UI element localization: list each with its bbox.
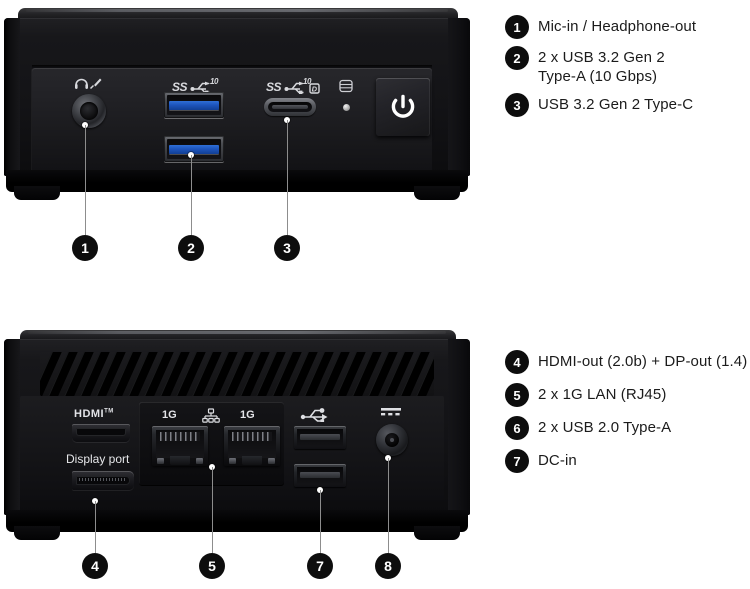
hdmi-label-text: HDMI (74, 408, 105, 420)
leader-line-3 (287, 120, 288, 235)
lan-left-tab-right (196, 458, 203, 464)
rear-foot-right (414, 526, 460, 540)
lan-left-speed-label: 1G (162, 409, 177, 421)
hdmi-port-cavity (76, 428, 126, 436)
legend-label-2: 2 x USB 3.2 Gen 2 Type-A (10 Gbps) (538, 49, 665, 85)
usb2-type-a-port-bottom[interactable] (294, 464, 346, 487)
usb3-a-tongue-bottom (169, 145, 219, 154)
lan-left-contacts (160, 432, 200, 441)
svg-text:10: 10 (303, 78, 312, 86)
usb2-tongue-top (300, 434, 340, 440)
lan-port-right[interactable] (224, 426, 280, 466)
network-icon (202, 408, 220, 429)
hdmi-tm-mark: TM (104, 408, 114, 415)
legend-label-4: HDMI-out (2.0b) + DP-out (1.4) (538, 353, 748, 370)
svg-text:SS: SS (172, 80, 188, 94)
headphone-mic-icon (74, 76, 104, 95)
svg-text:SS: SS (266, 80, 282, 94)
legend-badge-1: 1 (505, 15, 529, 39)
callout-badge-2: 2 (178, 235, 204, 261)
lan-right-speed-label: 1G (240, 409, 255, 421)
legend-badge-2: 2 (505, 46, 529, 70)
leader-line-1 (85, 125, 86, 235)
lan-right-contacts (232, 432, 272, 441)
lan-right-tab-right (268, 458, 275, 464)
callout-badge-3: 3 (274, 235, 300, 261)
front-chassis-base (6, 170, 468, 192)
ventilation-grille (40, 352, 434, 396)
leader-line-4 (95, 501, 96, 553)
power-button[interactable] (376, 78, 430, 136)
rear-chassis-base (6, 510, 468, 532)
legend-item-7: 7 DC-in (505, 449, 750, 473)
dc-in-jack[interactable] (376, 424, 408, 456)
legend-badge-7: 7 (505, 449, 529, 473)
legend-badge-5: 5 (505, 383, 529, 407)
legend-badge-3: 3 (505, 93, 529, 117)
power-icon (391, 94, 415, 118)
lan-right-notch (242, 456, 262, 465)
legend-label-3: USB 3.2 Gen 2 Type-C (538, 96, 694, 113)
legend-item-5: 5 2 x 1G LAN (RJ45) (505, 383, 750, 407)
usb-superspeed-icon-c: SS 10 D (266, 77, 324, 97)
lan-right-tab-left (229, 458, 236, 464)
legend-label-7: DC-in (538, 452, 577, 469)
front-foot-left (14, 186, 60, 200)
legend-item-2: 2 2 x USB 3.2 Gen 2 Type-A (10 Gbps) (505, 46, 750, 86)
usb-c-port[interactable] (264, 98, 316, 116)
hard-drive-icon (338, 78, 354, 99)
legend-rear-panel: 4 HDMI-out (2.0b) + DP-out (1.4) 5 2 x 1… (505, 350, 750, 482)
legend-badge-6: 6 (505, 416, 529, 440)
hdmi-port[interactable] (72, 424, 130, 442)
front-faceplate-shadow (32, 65, 432, 69)
leader-line-5 (212, 467, 213, 553)
legend-label-6: 2 x USB 2.0 Type-A (538, 419, 672, 436)
legend-item-3: 3 USB 3.2 Gen 2 Type-C (505, 93, 750, 117)
legend-item-4: 4 HDMI-out (2.0b) + DP-out (1.4) (505, 350, 750, 374)
leader-line-7 (320, 490, 321, 553)
usb3-a-tongue-top (169, 101, 219, 110)
callout-badge-8: 8 (375, 553, 401, 579)
callout-badge-1: 1 (72, 235, 98, 261)
legend-front-panel: 1 Mic-in / Headphone-out 2 2 x USB 3.2 G… (505, 15, 750, 124)
usb-icon (300, 406, 334, 427)
leader-line-8 (388, 458, 389, 553)
lan-left-tab-left (157, 458, 164, 464)
usb2-tongue-bottom (300, 472, 340, 478)
legend-item-1: 1 Mic-in / Headphone-out (505, 15, 750, 39)
dc-power-icon (380, 406, 404, 425)
dc-in-pin (390, 438, 394, 442)
legend-label-5: 2 x 1G LAN (RJ45) (538, 386, 667, 403)
callout-badge-7: 7 (307, 553, 333, 579)
legend-badge-4: 4 (505, 350, 529, 374)
callout-badge-4: 4 (82, 553, 108, 579)
usb3-type-a-port-top[interactable] (164, 92, 224, 118)
usb3-type-a-port-bottom[interactable] (164, 136, 224, 162)
displayport-port[interactable] (72, 471, 134, 490)
hdd-activity-led (343, 104, 350, 111)
displayport-label: Display port (66, 452, 130, 466)
svg-text:10: 10 (210, 78, 219, 86)
audio-jack-hole (80, 102, 98, 120)
usb2-type-a-port-top[interactable] (294, 426, 346, 449)
rear-panel: HDMITM Display port 1G 1G (4, 330, 470, 540)
callout-badge-5: 5 (199, 553, 225, 579)
lan-port-left[interactable] (152, 426, 208, 466)
lan-left-notch (170, 456, 190, 465)
rear-foot-left (14, 526, 60, 540)
front-panel: SS 10 SS (4, 8, 470, 200)
front-foot-right (414, 186, 460, 200)
legend-item-6: 6 2 x USB 2.0 Type-A (505, 416, 750, 440)
usb-c-tongue (272, 105, 308, 109)
legend-label-1: Mic-in / Headphone-out (538, 18, 697, 35)
audio-jack-port[interactable] (72, 94, 106, 128)
leader-line-2 (191, 155, 192, 235)
svg-text:D: D (312, 85, 318, 94)
hdmi-label: HDMITM (74, 408, 114, 420)
displayport-pins (79, 478, 125, 481)
